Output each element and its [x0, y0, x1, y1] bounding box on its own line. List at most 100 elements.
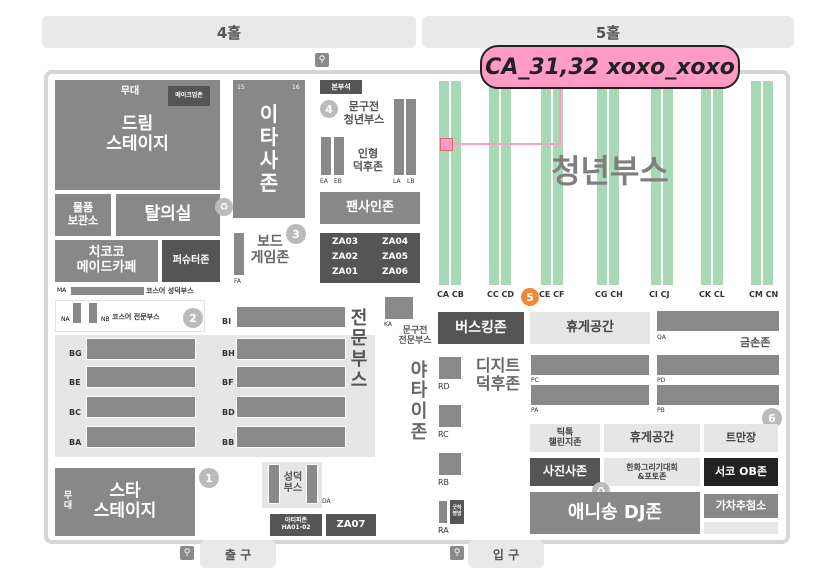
green-booth-column[interactable] [488, 80, 500, 286]
za07-booth[interactable]: ZA07 [326, 514, 376, 536]
drawing-photo-zone[interactable]: 한화그리기대회 &포토존 [604, 458, 700, 486]
booth-ea[interactable] [320, 136, 332, 176]
highlight-connector-horizontal [452, 143, 561, 145]
star-stage-podium-label: 무 대 [63, 490, 73, 511]
truck-zone[interactable]: 트만장 [704, 424, 778, 452]
highlight-booth-marker[interactable] [440, 138, 453, 151]
ita-sa-zone[interactable]: 이 타 사 존 [233, 80, 305, 218]
za04[interactable]: ZA04 [382, 237, 409, 247]
booth-row-ma[interactable] [70, 286, 145, 296]
pashu-zone[interactable]: 퍼슈터존 [162, 240, 220, 282]
booth-row-pc[interactable] [530, 354, 650, 376]
booth-fa[interactable] [233, 232, 245, 276]
booth-row-bd[interactable] [236, 396, 346, 418]
digital-otaku-label: 디지트 덕후존 [475, 355, 521, 393]
recycle-icon: ♻ [215, 198, 233, 216]
digital-otaku-zone[interactable]: 디지트 덕후존 [470, 354, 526, 396]
green-booth-column[interactable] [712, 80, 724, 286]
highlight-booth-tag[interactable]: CA_31,32 xoxo_xoxo [480, 45, 740, 89]
seongdeok-booth-right[interactable] [306, 464, 318, 504]
booth-row-bf[interactable] [236, 366, 346, 388]
fansign-zone[interactable]: 팬사인존 [320, 192, 420, 224]
entrance-door[interactable]: 입 구 [468, 540, 544, 568]
dressing-room[interactable]: 탈의실 [116, 194, 220, 236]
booth-rb[interactable] [438, 452, 462, 476]
za05[interactable]: ZA05 [382, 252, 409, 262]
ita-sa-label: 이 타 사 존 [259, 102, 279, 195]
booth-ka[interactable] [384, 296, 414, 320]
exit-door[interactable]: 출 구 [200, 540, 276, 568]
row-ba-label: BA [69, 438, 82, 447]
gacha-small-zone[interactable]: 굿하 영방 [450, 500, 464, 524]
seoko-ob-zone[interactable]: 서코 OB존 [704, 458, 778, 486]
seongdeok-booth[interactable]: 성덕 부스 [278, 468, 308, 498]
star-stage[interactable]: 스타 스테이지 [55, 468, 195, 536]
highlight-booth-label: CA_31,32 xoxo_xoxo [485, 54, 735, 80]
gacha-label: 가차추첨소 [715, 498, 767, 512]
anisong-dj-zone[interactable]: 애니송 DJ존 [530, 492, 700, 534]
headquarters-label: 본부석 [331, 82, 351, 91]
professional-booth-label: 전 문 부 스 [350, 307, 368, 391]
booth-row-pb[interactable] [656, 384, 780, 406]
photo-zone[interactable]: 사진사존 [530, 458, 600, 486]
area-marker-4-label: 4 [325, 102, 333, 116]
green-booth-column[interactable] [762, 80, 774, 286]
green-booth-column[interactable] [700, 80, 712, 286]
green-column-label: CK CL [699, 290, 725, 299]
row-bc-label: BC [69, 408, 81, 417]
green-booth-column[interactable] [450, 80, 462, 286]
booth-row-bg[interactable] [86, 338, 196, 360]
booth-row-ba[interactable] [86, 426, 196, 448]
booth-lb[interactable] [405, 98, 417, 176]
board-game-zone[interactable]: 보드 게임존 [246, 230, 294, 270]
storage-zone[interactable]: 물품 보관소 [55, 194, 111, 236]
rest-area-1-label: 휴게공간 [566, 319, 614, 335]
za02[interactable]: ZA02 [332, 252, 359, 262]
booth-row-pd[interactable] [656, 354, 780, 376]
booth-row-bi[interactable] [236, 306, 346, 328]
green-booth-column[interactable] [500, 80, 512, 286]
booth-na[interactable] [72, 302, 82, 324]
makeup-zone[interactable]: 메이크업존 [168, 86, 210, 106]
booth-la[interactable] [393, 98, 405, 176]
gacha-lottery[interactable]: 가차추첨소 [704, 494, 778, 518]
doll-zone-label: 인형 덕후존 [352, 147, 384, 173]
booth-row-qa[interactable] [656, 310, 780, 332]
za03[interactable]: ZA03 [332, 237, 359, 247]
booth-rc[interactable] [438, 404, 462, 428]
green-booth-column[interactable] [750, 80, 762, 286]
chikokoko-maid-cafe[interactable]: 치코코 메이드카페 [55, 240, 158, 282]
seongdeok-booth-left[interactable] [268, 464, 280, 504]
artist-zone[interactable]: 아티피존 HA01-02 [270, 514, 322, 536]
tiktok-challenge-zone[interactable]: 틱톡 챌린지존 [530, 424, 600, 452]
green-booth-column[interactable] [438, 80, 450, 286]
za07-label: ZA07 [336, 519, 366, 531]
booth-ra[interactable] [438, 500, 448, 524]
hall-4-header: 4홀 [42, 16, 416, 48]
doll-zone[interactable]: 인형 덕후존 [346, 146, 390, 176]
booth-row-be[interactable] [86, 366, 196, 388]
booth-row-bh[interactable] [236, 338, 346, 360]
exit-label: 출 구 [224, 547, 252, 562]
area-marker-6: 6 [762, 408, 782, 428]
busking-zone[interactable]: 버스킹존 [438, 312, 524, 344]
row-rb-label: RB [438, 478, 450, 487]
booth-row-bb[interactable] [236, 426, 346, 448]
booth-nb[interactable] [88, 302, 98, 324]
makeup-zone-label: 메이크업존 [175, 91, 203, 99]
za01[interactable]: ZA01 [332, 267, 359, 277]
booth-row-bc[interactable] [86, 396, 196, 418]
headquarters[interactable]: 본부석 [320, 80, 362, 94]
row-ka-label: KA [384, 321, 392, 328]
area-marker-3-label: 3 [292, 227, 300, 241]
stationery-youth-booth[interactable]: 문구전 청년부스 [336, 98, 392, 130]
stationery-pro-booth[interactable]: 문구전 전문부스 [390, 324, 440, 348]
row-bg-label: BG [69, 349, 82, 358]
booth-eb[interactable] [333, 136, 345, 176]
row-rd-label: RD [438, 382, 450, 391]
za06[interactable]: ZA06 [382, 267, 409, 277]
booth-row-pa[interactable] [530, 384, 650, 406]
area-marker-3: 3 [286, 224, 306, 244]
ya-ta-zone[interactable]: 야 타 이 존 [405, 352, 433, 452]
booth-rd[interactable] [438, 356, 462, 380]
